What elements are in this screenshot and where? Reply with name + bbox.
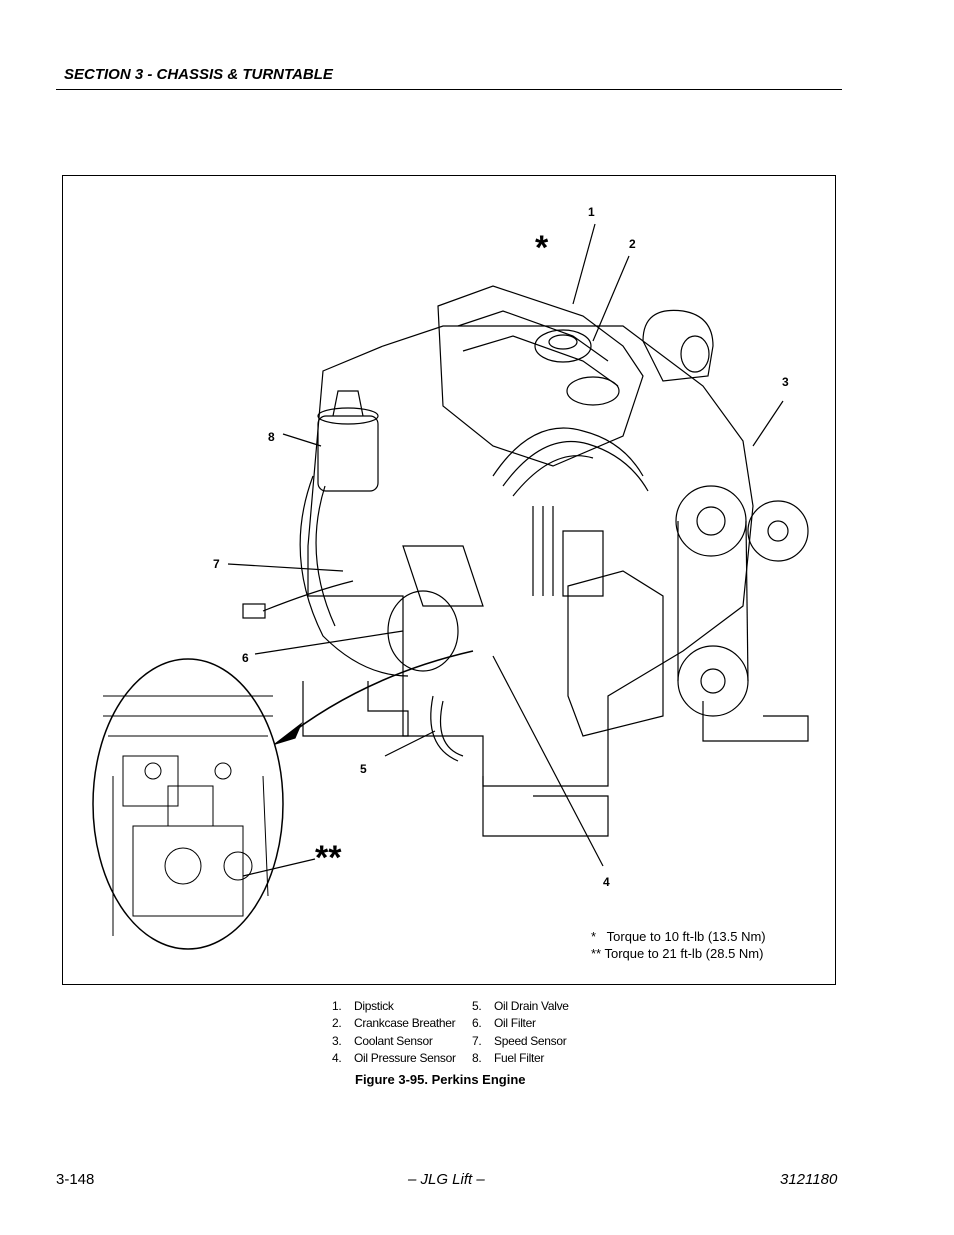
torque-note-single: * Torque to 10 ft-lb (13.5 Nm) xyxy=(591,929,766,944)
legend-num: 7. xyxy=(472,1033,482,1048)
legend-label: Coolant Sensor xyxy=(354,1033,433,1048)
legend-label: Oil Drain Valve xyxy=(494,999,569,1013)
callout-7: 7 xyxy=(213,557,220,571)
callout-4: 4 xyxy=(603,875,610,889)
legend-num: 1. xyxy=(332,999,342,1013)
legend-num: 2. xyxy=(332,1016,342,1031)
callout-5: 5 xyxy=(360,762,367,776)
footer-brand: – JLG Lift – xyxy=(408,1171,485,1188)
callout-2: 2 xyxy=(629,237,636,251)
legend-num: 6. xyxy=(472,1016,482,1031)
legend-label: Dipstick xyxy=(354,999,394,1013)
callout-6: 6 xyxy=(242,651,249,665)
legend-label: Oil Pressure Sensor xyxy=(354,1050,456,1065)
torque-notes: * Torque to 10 ft-lb (13.5 Nm) ** Torque… xyxy=(591,928,766,962)
figure-legend: 1. Dipstick 5. Oil Drain Valve 2. Crankcase… xyxy=(332,998,612,1067)
legend-label: Oil Filter xyxy=(494,1016,536,1031)
callout-8: 8 xyxy=(268,430,275,444)
engine-illustration xyxy=(92,223,809,950)
engine-figure: 1 2 3 4 5 6 7 8 * ** * Torque to 10 ft-l… xyxy=(62,175,836,985)
doc-number: 3121180 xyxy=(780,1171,838,1188)
legend-num: 4. xyxy=(332,1050,342,1065)
legend-label: Speed Sensor xyxy=(494,1033,567,1048)
torque-note-double: ** Torque to 21 ft-lb (28.5 Nm) xyxy=(591,946,764,961)
legend-num: 5. xyxy=(472,999,482,1013)
legend-label: Crankcase Breather xyxy=(354,1016,456,1031)
figure-caption: Figure 3-95. Perkins Engine xyxy=(355,1072,526,1087)
legend-num: 3. xyxy=(332,1033,342,1048)
header-rule xyxy=(56,89,842,90)
torque-star-single: * xyxy=(535,229,549,267)
callout-1: 1 xyxy=(588,205,595,219)
callout-3: 3 xyxy=(782,375,789,389)
page-number: 3-148 xyxy=(56,1171,95,1188)
torque-star-double: ** xyxy=(315,839,342,877)
legend-label: Fuel Filter xyxy=(494,1050,545,1065)
legend-num: 8. xyxy=(472,1050,482,1065)
section-header: SECTION 3 - CHASSIS & TURNTABLE xyxy=(64,66,333,83)
